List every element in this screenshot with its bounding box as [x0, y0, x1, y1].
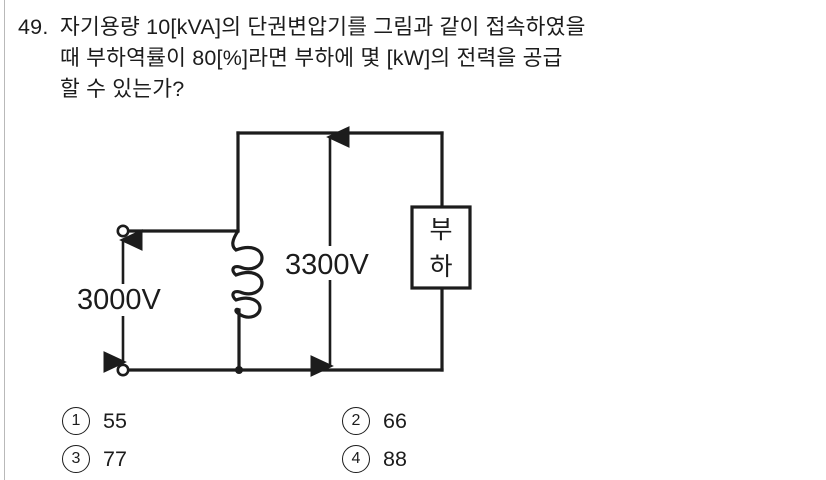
terminal-input-bottom [116, 363, 130, 377]
question-block: 49. 자기용량 10[kVA]의 단권변압기를 그림과 같이 접속하였을 때 부… [18, 12, 810, 105]
answer-choices: 1 55 2 66 3 77 4 88 [62, 402, 622, 478]
load-label-bottom: 하 [429, 253, 452, 281]
choice-4-marker: 4 [342, 445, 370, 473]
load-box [410, 205, 472, 290]
output-voltage-label: 3300V [285, 249, 370, 281]
output-voltage-label-bg [284, 246, 394, 280]
junction-dot-coil-bottom [235, 366, 243, 374]
input-voltage-label: 3000V [77, 284, 162, 316]
choice-3[interactable]: 3 77 [62, 445, 342, 473]
choice-2-marker: 2 [342, 407, 370, 435]
choice-2[interactable]: 2 66 [342, 407, 622, 435]
question-line-2: 때 부하역률이 80[%]라면 부하에 몇 [kW]의 전력을 공급 [60, 46, 563, 70]
choice-1[interactable]: 1 55 [62, 407, 342, 435]
question-line-3: 할 수 있는가? [60, 77, 185, 101]
input-voltage-label-bg [76, 284, 178, 316]
choice-1-text: 55 [103, 408, 127, 433]
question-line-1-text: 자기용량 10[kVA]의 단권변압기를 그림과 같이 접속하였을 [60, 15, 586, 39]
terminal-input-top [116, 224, 130, 238]
choice-3-marker: 3 [62, 445, 90, 473]
circuit-diagram: 3000V 3300V 부 하 [0, 104, 826, 394]
choice-4[interactable]: 4 88 [342, 445, 622, 473]
choice-2-text: 66 [383, 408, 407, 433]
question-number: 49. [18, 15, 49, 39]
choice-1-marker: 1 [62, 407, 90, 435]
question-line-1: 49. 자기용량 10[kVA]의 단권변압기를 그림과 같이 접속하였을 [18, 12, 810, 43]
load-label-top: 부 [429, 216, 452, 244]
page-left-border [4, 0, 5, 480]
choice-4-text: 88 [383, 446, 407, 471]
transformer-coil [231, 230, 264, 319]
choice-row-2: 3 77 4 88 [62, 440, 622, 478]
choice-3-text: 77 [103, 446, 127, 471]
choice-row-1: 1 55 2 66 [62, 402, 622, 440]
